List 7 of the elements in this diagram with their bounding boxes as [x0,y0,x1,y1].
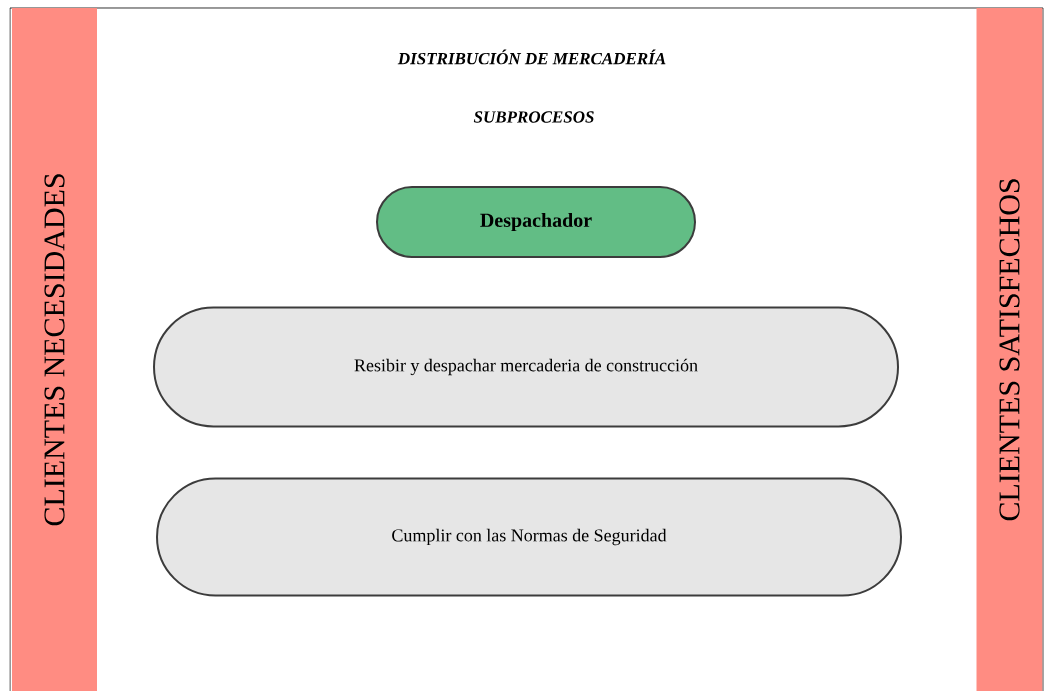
subtitle: SUBPROCESOS [473,111,594,123]
text-band: CLIENTES SATISFECHOS [976,8,1043,691]
task-box: Cumplir con las Normas de Seguridad [156,477,902,597]
title: DISTRIBUCIÓN DE MERCADERÍA [397,49,666,65]
task-box: Resibir y despachar mercaderia de construcción [153,306,899,428]
role-box: Despachador [376,186,696,258]
text-band: CLIENTES NECESIDADES [12,8,97,691]
